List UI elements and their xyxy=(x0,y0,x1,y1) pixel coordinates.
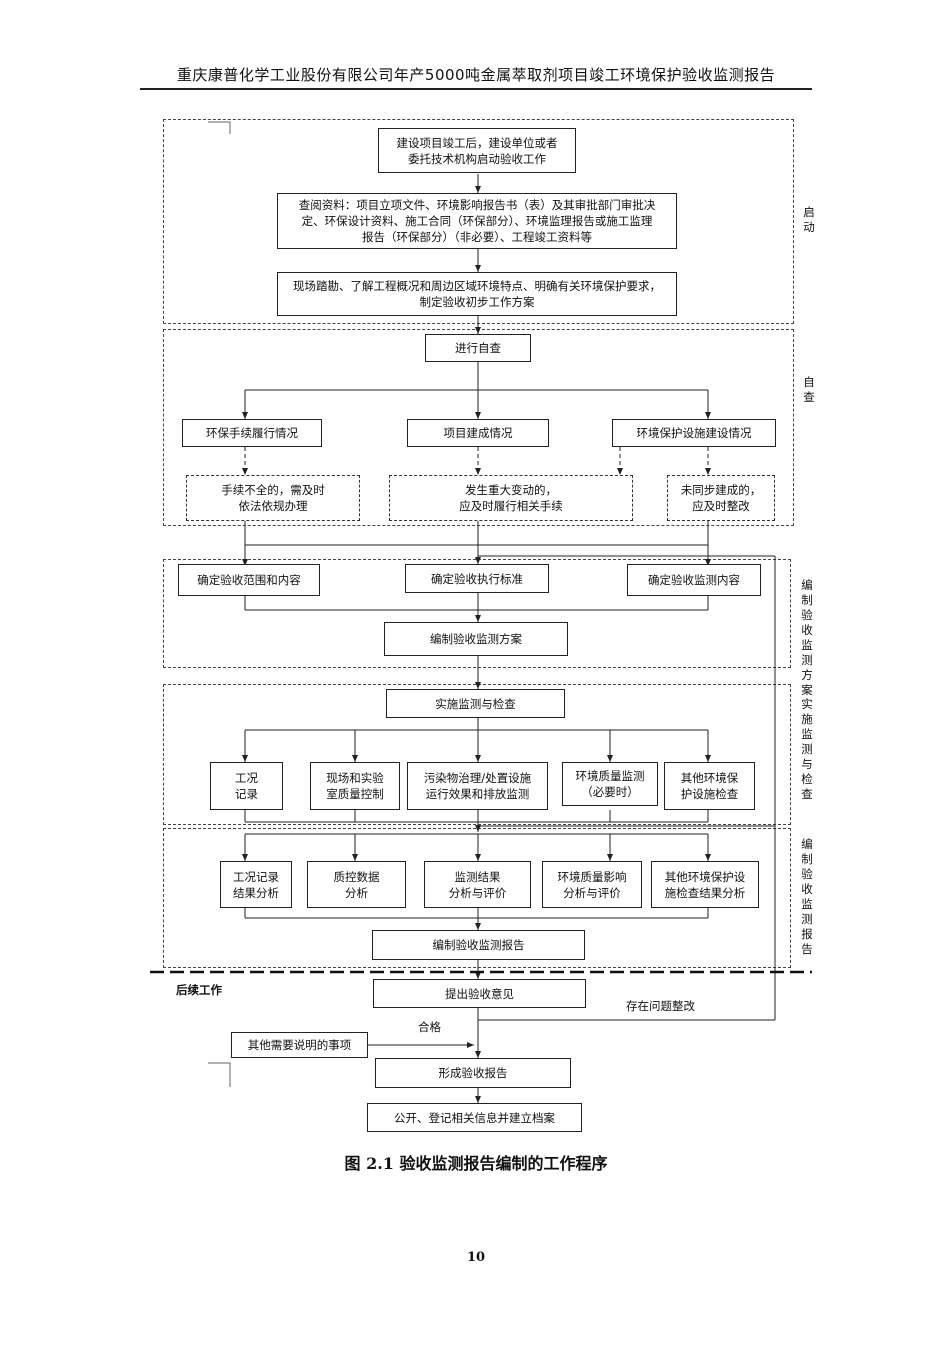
box-acceptance-opinion: 提出验收意见 xyxy=(373,979,586,1008)
figure-caption: 图 2.1 验收监测报告编制的工作程序 xyxy=(344,1154,608,1173)
box-standards: 确定验收执行标准 xyxy=(405,564,549,593)
page-number: 10 xyxy=(466,1250,486,1265)
box-incomplete-procedures: 手续不全的，需及时 依法依规办理 xyxy=(186,475,360,521)
box-review-documents: 查阅资料：项目立项文件、环境影响报告书（表）及其审批部门审批决 定、环保设计资料… xyxy=(277,193,677,249)
box-env-quality-monitoring: 环境质量监测 （必要时） xyxy=(562,762,658,806)
box-start-acceptance: 建设项目竣工后，建设单位或者 委托技术机构启动验收工作 xyxy=(378,128,576,173)
box-other-facilities-analysis: 其他环境保护设 施检查结果分析 xyxy=(651,861,759,908)
label-follow-up: 后续工作 xyxy=(176,983,222,997)
box-other-facilities-check: 其他环境保 护设施检查 xyxy=(664,762,755,810)
box-results-evaluation: 监测结果 分析与评价 xyxy=(424,861,531,908)
box-qc-analysis: 质控数据 分析 xyxy=(307,861,406,908)
box-major-changes: 发生重大变动的， 应及时履行相关手续 xyxy=(389,475,633,521)
stage-label-plan: 编制验收监测方案 xyxy=(801,578,813,697)
box-pollutant-monitoring: 污染物治理/处置设施 运行效果和排放监测 xyxy=(407,762,548,810)
label-rectify: 存在问题整改 xyxy=(626,999,695,1013)
box-not-synchronized: 未同步建成的， 应及时整改 xyxy=(667,475,775,521)
stage-label-start: 启动 xyxy=(803,205,815,234)
box-project-status: 项目建成情况 xyxy=(407,419,549,447)
page-header: 重庆康普化学工业股份有限公司年产5000吨金属萃取剂项目竣工环境保护验收监测报告 xyxy=(176,66,776,84)
box-env-procedures: 环保手续履行情况 xyxy=(182,419,322,447)
box-site-survey: 现场踏勘、了解工程概况和周边区域环境特点、明确有关环境保护要求， 制定验收初步工… xyxy=(277,272,677,316)
label-pass: 合格 xyxy=(418,1020,441,1034)
box-monitoring-report: 编制验收监测报告 xyxy=(372,930,585,960)
box-quality-control: 现场和实验 室质量控制 xyxy=(310,762,400,810)
stage-label-selfcheck: 自查 xyxy=(803,375,815,404)
stage-label-implement: 实施监测与检查 xyxy=(801,697,813,801)
box-records-analysis: 工况记录 结果分析 xyxy=(220,861,292,908)
box-scope-content: 确定验收范围和内容 xyxy=(178,564,320,596)
box-operating-records: 工况 记录 xyxy=(210,762,283,810)
box-publish-archive: 公开、登记相关信息并建立档案 xyxy=(367,1103,582,1132)
header-rule xyxy=(140,88,812,90)
box-other-matters: 其他需要说明的事项 xyxy=(231,1032,368,1058)
box-monitoring-plan: 编制验收监测方案 xyxy=(384,622,568,656)
box-self-check: 进行自查 xyxy=(425,334,531,362)
box-env-facilities: 环境保护设施建设情况 xyxy=(612,419,776,447)
box-monitoring-content: 确定验收监测内容 xyxy=(627,564,761,596)
box-implement-monitoring: 实施监测与检查 xyxy=(386,689,565,718)
box-acceptance-report: 形成验收报告 xyxy=(375,1058,571,1088)
stage-label-report: 编制验收监测报告 xyxy=(801,837,813,956)
box-env-impact-evaluation: 环境质量影响 分析与评价 xyxy=(542,861,642,908)
